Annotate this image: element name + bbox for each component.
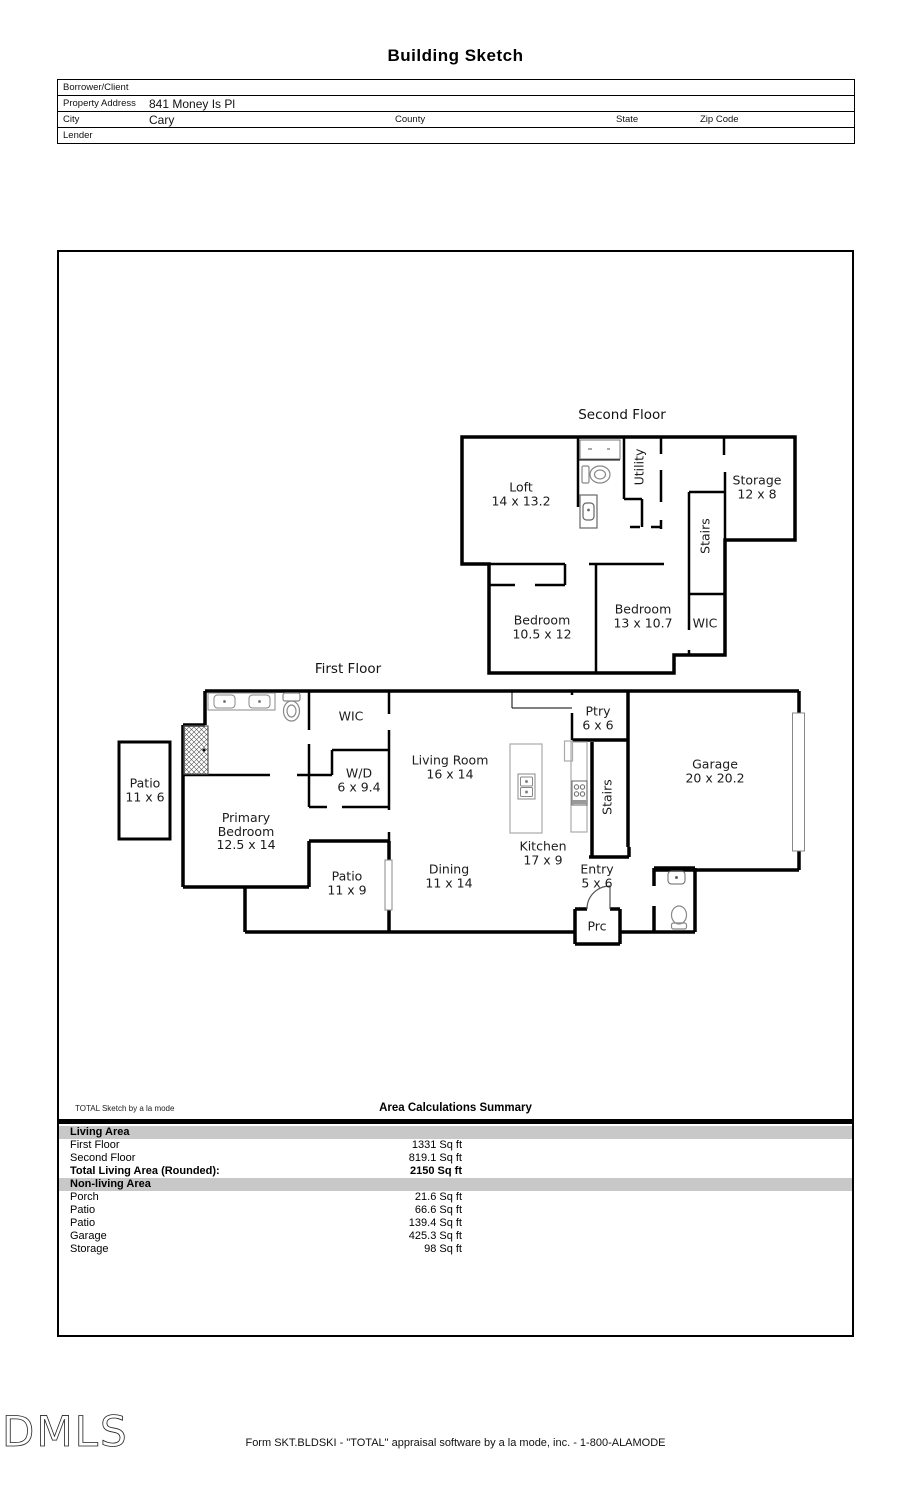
kitchen-island [509, 743, 543, 834]
table-row-first-floor: First Floor 1331 Sq ft [70, 1139, 462, 1151]
living-area-header: Living Area [59, 1126, 852, 1139]
svg-text:DMLS: DMLS [2, 1408, 129, 1456]
table-row-total-living: Total Living Area (Rounded): 2150 Sq ft [70, 1165, 462, 1177]
kitchen-stove-icon [571, 780, 588, 806]
city-label: City [63, 114, 80, 125]
second-floor-vanity-icon [578, 439, 621, 461]
primary-bath-vanity-icon [207, 692, 276, 711]
property-address-value: 841 Money Is Pl [149, 97, 236, 111]
garage-door [792, 712, 805, 852]
table-row-garage: Garage 425.3 Sq ft [70, 1230, 462, 1242]
borrower-label: Borrower/Client [63, 82, 129, 93]
first-floor-interior-walls [183, 691, 574, 841]
room-label-porch: Prc [587, 918, 607, 934]
primary-bath-shower-icon [183, 725, 209, 775]
room-label-utility: Utility [631, 448, 647, 486]
lender-label: Lender [63, 130, 93, 141]
first-floor-title: First Floor [314, 661, 382, 677]
page-title: Building Sketch [387, 46, 524, 65]
table-row-second-floor: Second Floor 819.1 Sq ft [70, 1152, 462, 1164]
form-row-lender: Lender [58, 128, 854, 143]
county-label: County [395, 114, 426, 125]
powder-sink-icon [667, 870, 686, 885]
floor-plan-drawing [117, 435, 805, 946]
property-form-table: Borrower/Client Property Address 841 Mon… [57, 79, 855, 144]
form-row-city: City Cary County State Zip Code [58, 112, 854, 128]
room-label-wic-1f: WIC [338, 708, 364, 724]
entry-door-arc [586, 885, 611, 910]
nonliving-area-header: Non-living Area [59, 1178, 852, 1191]
table-row-storage: Storage 98 Sq ft [70, 1243, 462, 1255]
second-floor-title: Second Floor [578, 407, 666, 423]
kitchen-island-stove-icon [517, 773, 536, 800]
patio-11x6-outline [117, 740, 172, 841]
form-footer-text: Form SKT.BLDSKI - "TOTAL" appraisal soft… [245, 1437, 666, 1449]
table-row-porch: Porch 21.6 Sq ft [70, 1191, 462, 1203]
first-floor-alcove-lines [511, 691, 572, 709]
first-floor-outer-walls [181, 689, 801, 946]
room-label-stairs-1f: Stairs [599, 779, 615, 815]
second-floor-plan [460, 435, 797, 675]
area-calculations-title: Area Calculations Summary [379, 1102, 532, 1114]
zip-code-label: Zip Code [700, 114, 739, 125]
room-label-stairs-2f: Stairs [697, 518, 713, 554]
patio-slider-door [384, 859, 393, 911]
primary-bath-toilet-icon [282, 692, 301, 722]
powder-toilet-icon [670, 905, 688, 930]
property-address-label: Property Address [63, 98, 136, 109]
form-row-borrower: Borrower/Client [58, 80, 854, 96]
second-floor-outer-walls [460, 435, 797, 675]
table-row-patio-1: Patio 66.6 Sq ft [70, 1204, 462, 1216]
form-row-address: Property Address 841 Money Is Pl [58, 96, 854, 112]
summary-header: TOTAL Sketch by a la mode Area Calculati… [59, 1098, 852, 1118]
first-floor-plan [117, 689, 805, 946]
second-floor-interior-walls [489, 437, 727, 673]
kitchen-counter [563, 740, 588, 833]
second-floor-sink-icon [579, 494, 598, 529]
city-value: Cary [149, 113, 175, 127]
second-floor-toilet-icon [581, 465, 611, 484]
area-calculations-table: Living Area First Floor 1331 Sq ft Secon… [59, 1126, 852, 1256]
total-sketch-branding: TOTAL Sketch by a la mode [75, 1104, 175, 1113]
state-label: State [616, 114, 639, 125]
dmls-logo: DMLS [2, 1408, 129, 1456]
room-label-wic-2f: WIC [692, 615, 718, 631]
summary-divider [59, 1119, 852, 1124]
table-row-patio-2: Patio 139.4 Sq ft [70, 1217, 462, 1229]
